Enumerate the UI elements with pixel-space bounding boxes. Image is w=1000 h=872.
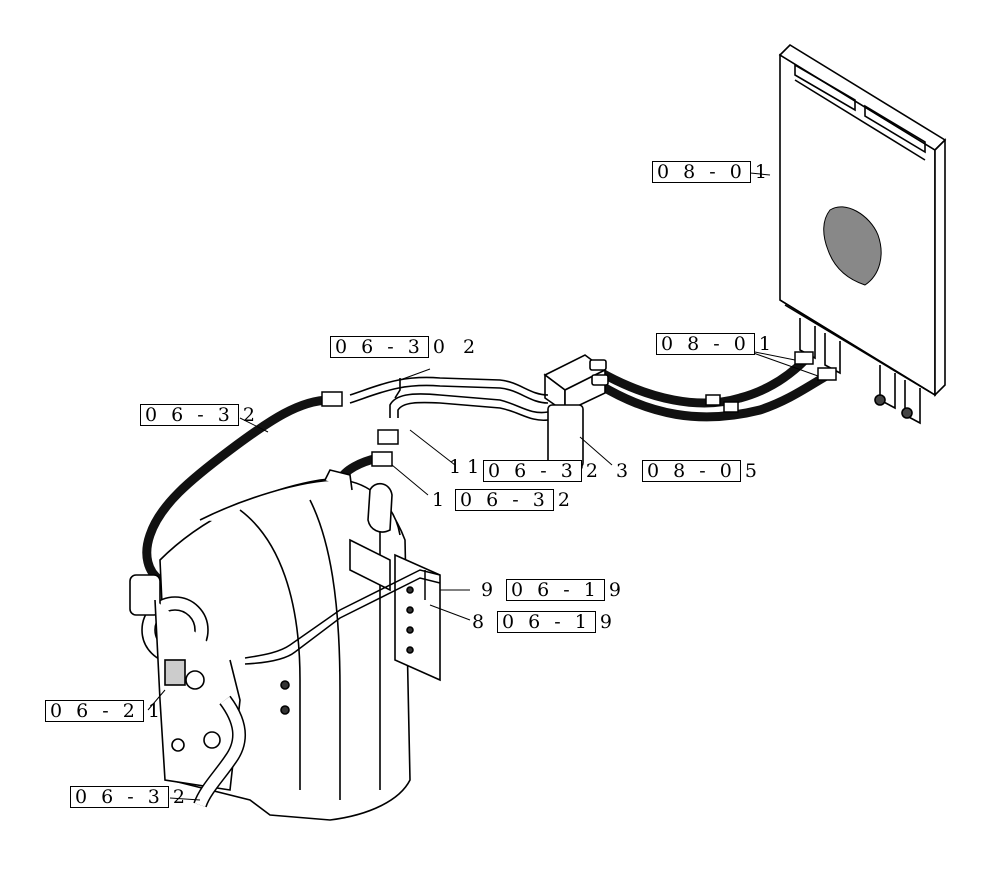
callout-9-item: 8: [472, 611, 484, 633]
callout-box: 0 6 - 3: [330, 336, 429, 358]
callout-box: 0 8 - 0: [642, 460, 741, 482]
oil-filter: [543, 354, 609, 473]
callout-tail: 1: [758, 333, 777, 355]
callout-tail: 1: [754, 161, 773, 183]
callout-items: 1 1 3 1 9 8: [432, 456, 628, 633]
callout-tail: 2: [172, 786, 191, 808]
callout-tail: 9: [599, 611, 618, 633]
callout-box: 0 6 - 3: [70, 786, 169, 808]
steel-tubes: [349, 376, 549, 422]
callout-tail: 1: [147, 700, 166, 722]
callout-08-05: 0 8 - 0 5: [642, 460, 763, 482]
callout-06-19-item9: 0 6 - 1 9: [506, 579, 627, 601]
callout-06-302: 0 6 - 3 0 2: [330, 336, 481, 358]
callout-4-item: 3: [616, 460, 628, 482]
callout-box: 0 8 - 0: [656, 333, 755, 355]
callout-tail: 5: [744, 460, 763, 482]
callout-box: 0 6 - 1: [497, 611, 596, 633]
lube-tubes: [244, 569, 441, 665]
callout-06-32-lower: 0 6 - 3 2: [70, 786, 191, 808]
callout-06-32-item11: 0 6 - 3 2: [483, 460, 604, 482]
callout-06-32-upper: 0 6 - 3 2: [140, 404, 261, 426]
callout-box: 0 6 - 3: [140, 404, 239, 426]
transmission: [129, 469, 441, 821]
callout-3-item: 1 1: [449, 456, 479, 478]
callout-08-01-lower: 0 8 - 0 1: [656, 333, 777, 355]
callout-5-item: 1: [432, 489, 444, 511]
callout-box: 0 6 - 3: [455, 489, 554, 511]
callout-06-32-item1: 0 6 - 3 2: [455, 489, 576, 511]
callout-tail: 2: [585, 460, 604, 482]
callout-06-21: 0 6 - 2 1: [45, 700, 166, 722]
callout-tail: 2: [242, 404, 261, 426]
callout-tail: 0 2: [432, 336, 482, 358]
cooler-hoses: [595, 351, 837, 422]
leader-lines: [147, 171, 819, 801]
callout-box: 0 6 - 2: [45, 700, 144, 722]
callout-box: 0 8 - 0: [652, 161, 751, 183]
callout-06-19-item8: 0 6 - 1 9: [497, 611, 618, 633]
callout-08-01-upper: 0 8 - 0 1: [652, 161, 773, 183]
callout-box: 0 6 - 1: [506, 579, 605, 601]
callout-box: 0 6 - 3: [483, 460, 582, 482]
callout-tail: 2: [557, 489, 576, 511]
mesh-patch: [823, 206, 882, 286]
callout-8-item: 9: [481, 579, 493, 601]
callout-tail: 9: [608, 579, 627, 601]
oil-cooler: [778, 43, 947, 425]
return-hose: [142, 391, 399, 585]
